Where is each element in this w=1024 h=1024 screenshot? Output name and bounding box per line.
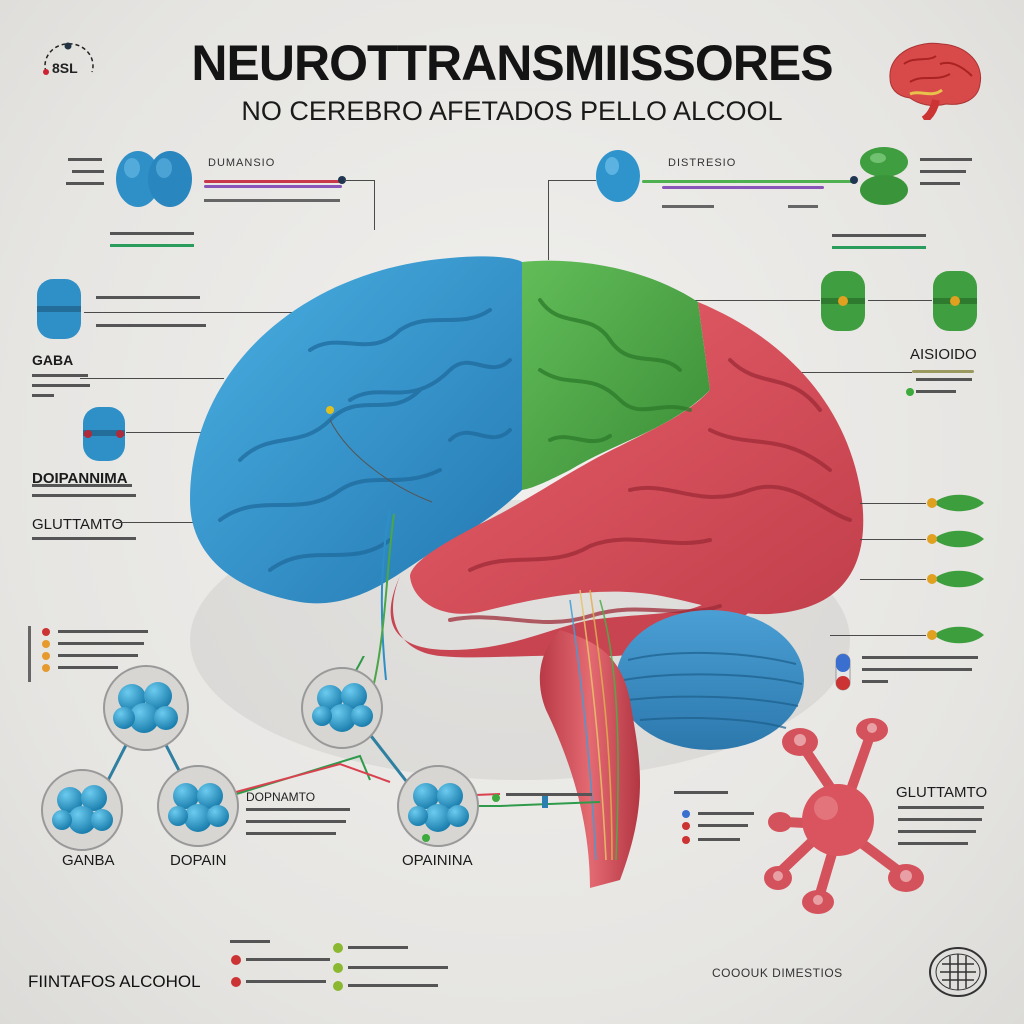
label-glutamato-right: GLUTTAMTO — [896, 784, 988, 801]
receptor-green-top-right — [856, 144, 912, 213]
receptor-blue-top-left — [112, 146, 196, 217]
page-subtitle: NO CEREBRO AFETADOS PELLO ALCOOL — [241, 96, 783, 126]
label-dopamina-small: DOPNAMTO — [246, 790, 316, 804]
connector-line — [860, 539, 926, 540]
connector-line — [374, 180, 375, 230]
connector-line — [780, 372, 912, 373]
caption-green-top-right — [832, 232, 932, 259]
callout-distresio: DISTRESIO — [668, 157, 737, 169]
label-gaba-left: GABA — [32, 352, 74, 368]
receptor-blue-mid-left — [34, 276, 84, 347]
label-asiodo: AISIOIDO — [910, 346, 977, 363]
mini-legend-marks — [26, 626, 36, 691]
label-dopain-bottom: DOPAIN — [170, 852, 227, 869]
caption-text-glutamato — [32, 534, 142, 552]
callout-dot — [850, 176, 858, 184]
callout-dumansio: DUMANSIO — [208, 157, 276, 169]
label-gaba-bottom: GANBA — [62, 852, 115, 869]
connector-line — [126, 432, 246, 433]
indicator-dot-green — [906, 388, 914, 396]
brain-illustration — [150, 240, 890, 905]
caption-text-pointer — [674, 786, 734, 804]
connector-line — [80, 378, 224, 379]
neuron-network — [40, 615, 640, 861]
connector-line — [548, 180, 596, 181]
caption-text-dopamina — [32, 484, 142, 509]
connector-line — [860, 503, 926, 504]
receptor-blue-top-right — [594, 148, 642, 209]
seal-icon — [928, 942, 988, 1007]
mini-legend-left — [40, 626, 160, 691]
brain-thumbnail-icon — [880, 34, 990, 125]
badge-text: 8SL — [52, 60, 78, 76]
marker-green-1 — [924, 490, 988, 521]
connector-line — [868, 300, 932, 301]
caption-green-top-left — [110, 230, 200, 257]
marker-green-2 — [924, 526, 988, 557]
receptor-green-mid-right-1 — [818, 268, 868, 339]
marker-green-3 — [924, 566, 988, 597]
color-bar-purple — [204, 185, 342, 188]
receptor-green-mid-right-2 — [930, 268, 980, 339]
connector-line — [548, 180, 549, 260]
caption-text-fiber — [506, 788, 596, 806]
legend-right-mid — [680, 810, 760, 855]
footer-title: FIINTAFOS ALCOHOL — [28, 972, 201, 991]
caption-text-gaba — [32, 374, 102, 405]
caption-text-top-left — [204, 194, 344, 212]
callout-dot — [338, 176, 346, 184]
connector-line — [860, 579, 926, 580]
caption-text-mid-left — [96, 296, 206, 341]
connector-line — [84, 312, 414, 313]
neuron-red-icon — [760, 712, 930, 927]
color-bar-red — [204, 180, 342, 183]
footer-right-text: COOOUK DIMESTIOS — [712, 966, 843, 980]
page-title: NEUROTTRANSMIISSORES — [191, 35, 833, 91]
capsule-icon — [834, 652, 852, 697]
footer-legend — [226, 938, 466, 999]
connector-line — [344, 180, 374, 181]
color-bar-olive — [912, 370, 974, 373]
connector-line — [690, 300, 820, 301]
receptor-blue-lower-left — [80, 404, 128, 469]
color-bar-green — [642, 180, 854, 183]
caption-text-asiodo — [916, 378, 976, 403]
label-opamina-bottom: OPAININA — [402, 852, 473, 869]
logo-badge: 8SL — [38, 42, 100, 94]
connector-line — [830, 635, 926, 636]
label-dopamina: DOIPANNIMA — [32, 470, 128, 487]
caption-text-glutamato-right — [898, 806, 988, 853]
color-bar-purple-2 — [662, 186, 824, 189]
label-glutamato-left: GLUTTAMTO — [32, 516, 124, 533]
legend-text-top-right — [920, 156, 976, 201]
caption-text-capsule — [862, 656, 982, 695]
connector-line — [116, 522, 216, 523]
caption-text-top-right — [662, 200, 822, 218]
legend-text-top-left — [66, 156, 110, 201]
marker-green-4 — [924, 622, 988, 653]
caption-text-dopamina-small — [246, 808, 356, 843]
